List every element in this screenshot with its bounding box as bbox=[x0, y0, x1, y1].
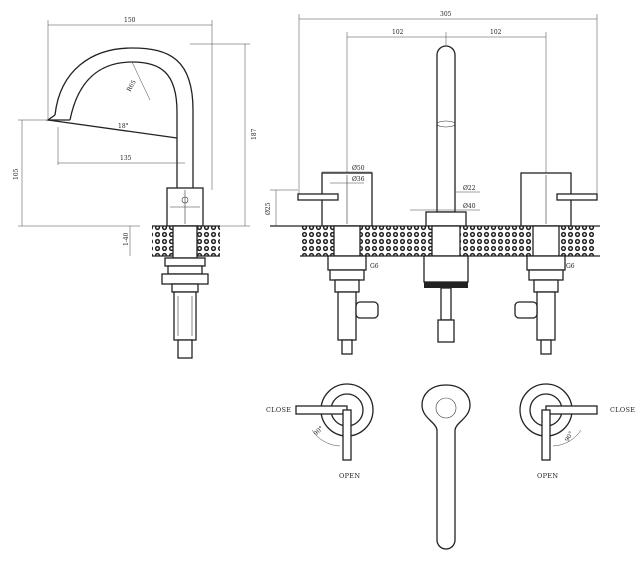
label-angle-right: 90° bbox=[564, 430, 575, 443]
dim-handle-dia: Ø50 bbox=[352, 165, 365, 172]
dim-handle-inner-dia: Ø36 bbox=[352, 176, 365, 183]
center-spout bbox=[436, 45, 456, 213]
label-close-left: CLOSE bbox=[266, 406, 291, 414]
label-close-right: CLOSE bbox=[610, 406, 635, 414]
spout-top bbox=[421, 384, 471, 550]
dim-side-height: 187 bbox=[251, 128, 258, 140]
dim-spout-dia: Ø22 bbox=[463, 185, 476, 192]
dim-spout-radius: R65 bbox=[126, 79, 138, 93]
dim-right-spacing: 102 bbox=[490, 29, 502, 36]
dim-spout-angle: 18° bbox=[118, 123, 129, 130]
dim-thread-right: G6 bbox=[566, 263, 575, 270]
top-view-center bbox=[421, 384, 471, 550]
dim-thread-left: G6 bbox=[370, 263, 379, 270]
label-open-right: OPEN bbox=[537, 472, 558, 480]
left-lever bbox=[297, 193, 339, 201]
dim-side-width: 150 bbox=[124, 17, 136, 24]
dim-left-spacing: 102 bbox=[392, 29, 404, 36]
dim-overall-width: 305 bbox=[440, 11, 452, 18]
dim-spout-height: 105 bbox=[13, 168, 20, 180]
top-view-right: CLOSE OPEN 90° bbox=[519, 383, 635, 480]
front-view: 305 102 102 Ø22 Ø40 Ø50 Ø36 Ø25 bbox=[265, 11, 600, 355]
spout-outer-curve bbox=[54, 47, 194, 188]
right-lever bbox=[556, 193, 598, 201]
dim-spout-hole: Ø40 bbox=[463, 203, 476, 210]
dim-deck-thickness: 1-40 bbox=[123, 232, 130, 246]
dim-body-height: Ø25 bbox=[265, 202, 272, 215]
label-angle-left: 90° bbox=[312, 425, 324, 437]
top-view-left: CLOSE OPEN 90° bbox=[266, 383, 374, 480]
label-open-left: OPEN bbox=[339, 472, 360, 480]
dim-spout-reach: 135 bbox=[120, 155, 132, 162]
side-view: 150 187 R65 18° 135 105 bbox=[13, 17, 258, 359]
